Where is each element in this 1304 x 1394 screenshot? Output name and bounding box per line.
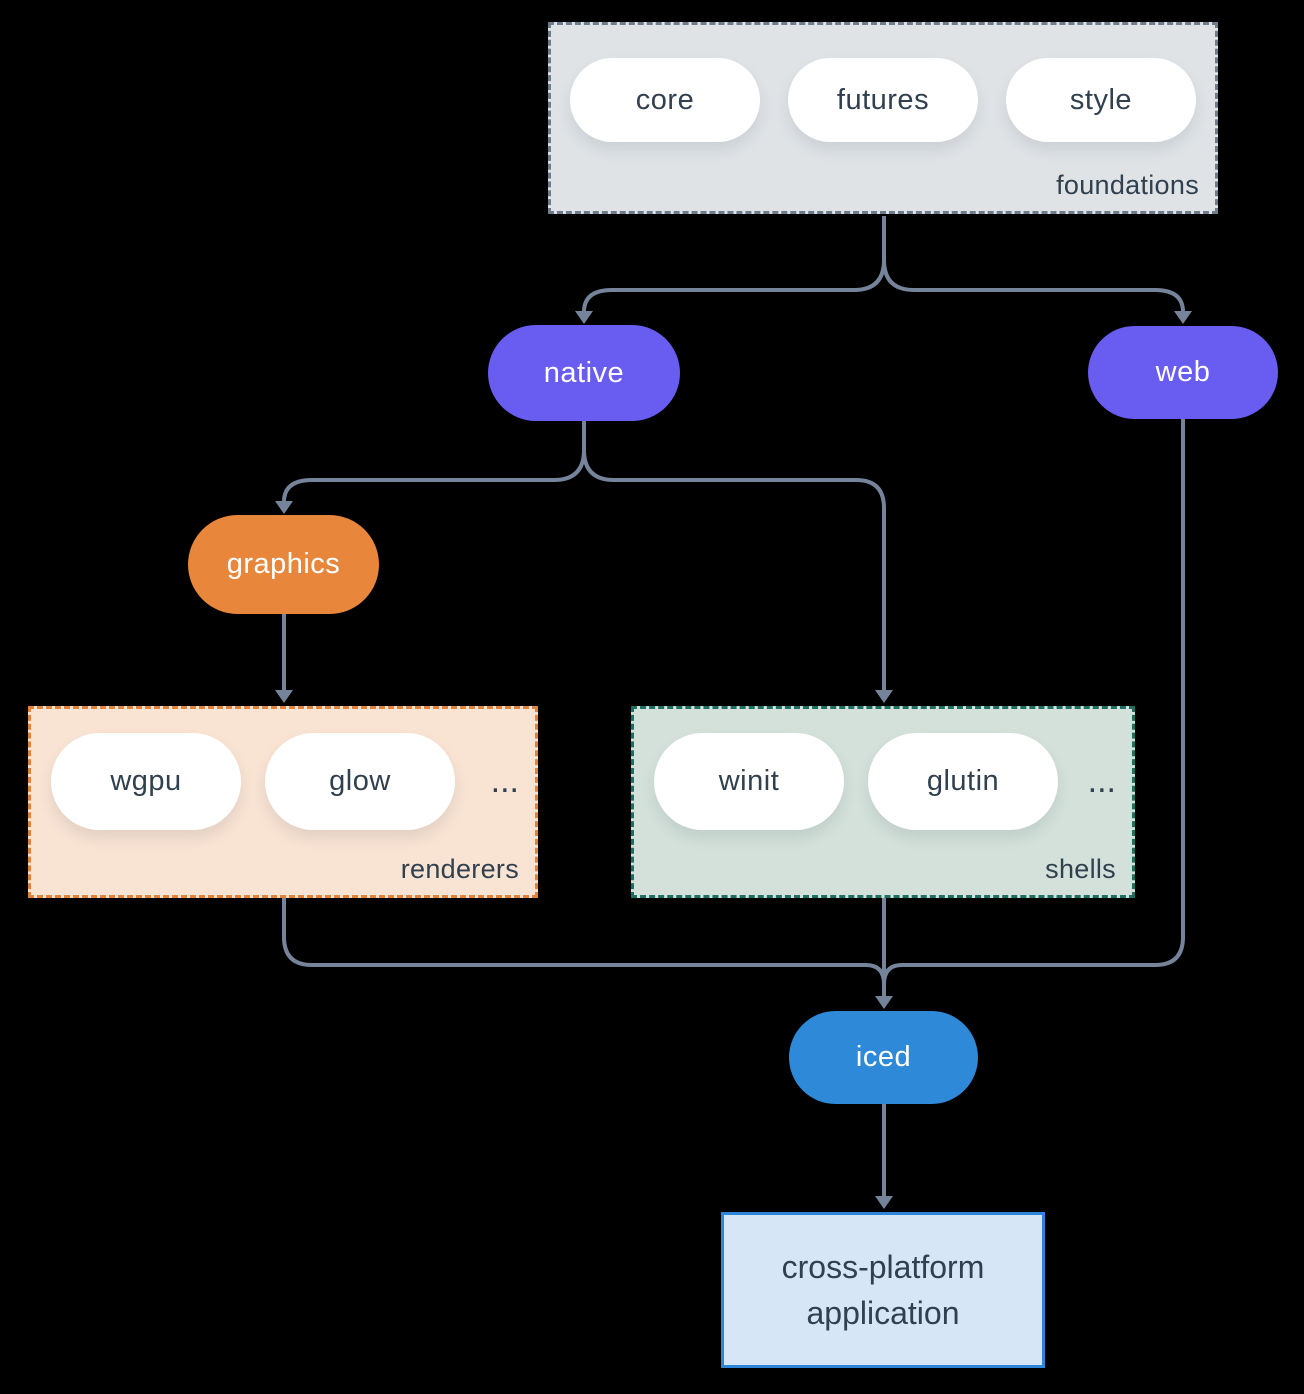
arrowhead-renderers <box>275 690 293 703</box>
edge-foundations-web <box>882 259 1185 313</box>
node-web: web <box>1088 326 1278 419</box>
arrowhead-web <box>1174 311 1192 324</box>
edge-native-graphics <box>282 449 586 503</box>
group-shells-label: shells <box>1045 854 1116 884</box>
arrowhead-shells <box>875 690 893 703</box>
node-wgpu: wgpu <box>51 733 241 830</box>
shells-ellipsis: ... <box>1087 762 1116 800</box>
node-style: style <box>1006 58 1196 142</box>
group-renderers-label: renderers <box>400 854 519 884</box>
edge-web-iced <box>882 419 1185 985</box>
node-glutin: glutin <box>868 733 1058 830</box>
edge-native-shells <box>582 449 886 690</box>
node-futures: futures <box>788 58 978 142</box>
node-application: cross-platform application <box>721 1212 1045 1368</box>
group-foundations: core futures style foundations <box>548 22 1218 214</box>
arrowhead-native <box>575 311 593 324</box>
group-foundations-label: foundations <box>1056 170 1199 200</box>
group-renderers: wgpu glow ... renderers <box>28 706 538 898</box>
node-glow: glow <box>265 733 455 830</box>
renderers-ellipsis: ... <box>490 762 519 800</box>
arrowhead-application <box>875 1196 893 1209</box>
node-graphics: graphics <box>188 515 379 614</box>
node-core: core <box>570 58 760 142</box>
edge-foundations-native <box>582 259 886 313</box>
group-shells: winit glutin ... shells <box>631 706 1135 898</box>
edge-renderers-iced <box>282 898 886 985</box>
node-iced: iced <box>789 1011 978 1104</box>
node-native: native <box>488 325 680 421</box>
node-winit: winit <box>654 733 844 830</box>
arrowhead-iced <box>875 996 893 1009</box>
arrowhead-graphics <box>275 501 293 514</box>
